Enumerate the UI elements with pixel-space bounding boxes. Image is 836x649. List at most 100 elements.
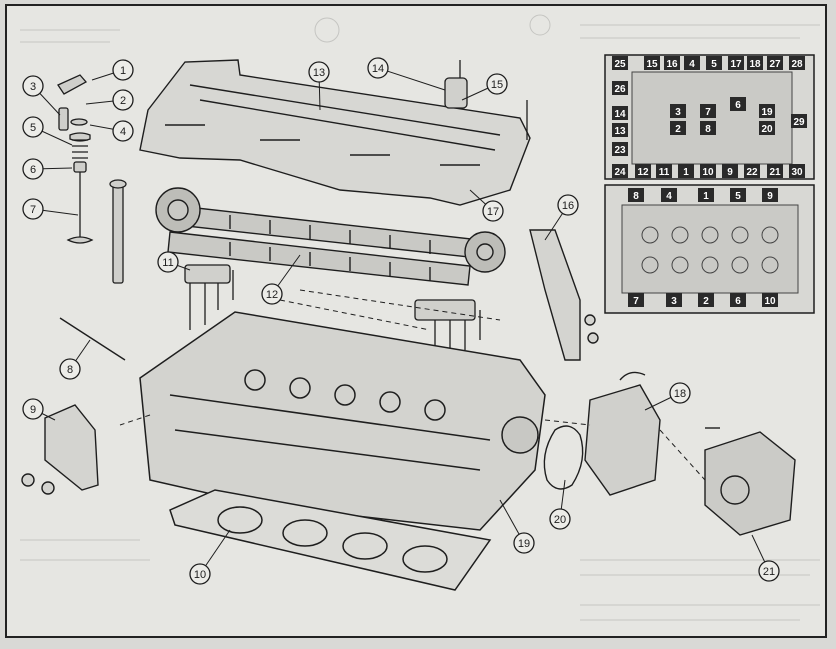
- top-seq-label: 7: [705, 107, 711, 118]
- top-seq-badge-26: 26: [612, 81, 628, 95]
- callout-leader-14: [377, 67, 446, 91]
- glow-plug: [59, 317, 126, 361]
- bottom-seq-label: 5: [735, 191, 741, 202]
- callout-6: 6: [22, 158, 44, 180]
- top-seq-badge-12: 12: [635, 164, 651, 178]
- top-seq-label: 23: [614, 145, 626, 156]
- callout-20: 20: [549, 508, 571, 530]
- callout-label: 20: [554, 514, 566, 526]
- top-seq-badge-20: 20: [759, 121, 775, 135]
- bottom-seq-label: 4: [666, 191, 672, 202]
- callout-18: 18: [669, 382, 691, 404]
- callout-17: 17: [482, 200, 504, 222]
- camshaft-carrier-cover: [139, 59, 531, 206]
- top-seq-badge-16: 16: [664, 56, 680, 70]
- bottom-seq-badge-4: 4: [661, 188, 677, 202]
- bottom-seq-badge-1: 1: [698, 188, 714, 202]
- callout-label: 12: [266, 289, 278, 301]
- bottom-seq-badge-2: 2: [698, 293, 714, 307]
- bottom-seq-badge-6: 6: [730, 293, 746, 307]
- top-seq-label: 10: [702, 167, 714, 178]
- callout-label: 9: [30, 404, 36, 416]
- top-seq-badge-2: 2: [670, 121, 686, 135]
- top-seq-label: 27: [769, 59, 781, 70]
- callout-label: 19: [518, 538, 530, 550]
- callout-5: 5: [22, 116, 44, 138]
- top-seq-badge-5: 5: [706, 56, 722, 70]
- top-seq-label: 29: [793, 117, 805, 128]
- top-seq-label: 21: [769, 167, 781, 178]
- top-seq-badge-30: 30: [789, 164, 805, 178]
- top-seq-badge-21: 21: [767, 164, 783, 178]
- top-seq-label: 25: [614, 59, 626, 70]
- callout-12: 12: [261, 283, 283, 305]
- callout-label: 3: [30, 81, 36, 93]
- high-pressure-fuel-pump: [704, 427, 796, 536]
- camshafts: [155, 187, 506, 286]
- top-seq-badge-4: 4: [684, 56, 700, 70]
- callout-13: 13: [308, 61, 330, 83]
- top-seq-label: 24: [614, 167, 626, 178]
- callout-label: 1: [120, 65, 126, 77]
- vacuum-pump: [543, 371, 661, 496]
- top-seq-label: 11: [659, 167, 670, 178]
- callout-8: 8: [59, 358, 81, 380]
- top-seq-label: 17: [730, 59, 742, 70]
- callout-7: 7: [22, 198, 44, 220]
- callout-2: 2: [112, 89, 134, 111]
- top-seq-badge-1: 1: [678, 164, 694, 178]
- top-seq-label: 9: [727, 167, 733, 178]
- top-seq-badge-22: 22: [744, 164, 760, 178]
- callout-label: 15: [491, 79, 503, 91]
- lifting-bracket: [21, 404, 99, 495]
- callout-label: 8: [67, 364, 73, 376]
- top-seq-label: 4: [689, 59, 695, 70]
- bottom-seq-label: 9: [767, 191, 773, 202]
- top-seq-label: 19: [761, 107, 773, 118]
- top-seq-label: 16: [666, 59, 678, 70]
- bottom-seq-label: 7: [633, 296, 639, 307]
- head-gasket: [169, 489, 492, 591]
- assembly-guide-lines: [119, 289, 706, 481]
- top-seq-label: 22: [746, 167, 758, 178]
- callout-15: 15: [486, 73, 508, 95]
- callout-label: 2: [120, 95, 126, 107]
- top-seq-label: 28: [791, 59, 803, 70]
- bottom-seq-badge-8: 8: [628, 188, 644, 202]
- callout-label: 17: [487, 206, 499, 218]
- callout-label: 14: [372, 63, 384, 75]
- callout-label: 21: [763, 566, 775, 578]
- top-seq-label: 2: [675, 124, 681, 135]
- callout-14: 14: [367, 57, 389, 79]
- top-seq-badge-13: 13: [612, 123, 628, 137]
- top-seq-label: 18: [749, 59, 761, 70]
- top-seq-badge-24: 24: [612, 164, 628, 178]
- top-seq-label: 1: [683, 167, 689, 178]
- callout-label: 13: [313, 67, 325, 79]
- pump-bracket: [529, 229, 599, 361]
- bottom-seq-badge-5: 5: [730, 188, 746, 202]
- callout-label: 5: [30, 122, 36, 134]
- top-seq-label: 15: [646, 59, 658, 70]
- top-seq-label: 12: [637, 167, 649, 178]
- top-seq-label: 5: [711, 59, 717, 70]
- top-seq-label: 8: [705, 124, 711, 135]
- callout-11: 11: [157, 251, 179, 273]
- top-seq-badge-23: 23: [612, 142, 628, 156]
- top-seq-label: 20: [761, 124, 773, 135]
- bottom-seq-label: 2: [703, 296, 709, 307]
- top-seq-badge-8: 8: [700, 121, 716, 135]
- callout-16: 16: [557, 194, 579, 216]
- callout-label: 7: [30, 204, 36, 216]
- bottom-seq-badge-9: 9: [762, 188, 778, 202]
- top-seq-badge-19: 19: [759, 104, 775, 118]
- top-seq-badge-29: 29: [791, 114, 807, 128]
- callout-3: 3: [22, 75, 44, 97]
- top-seq-badge-10: 10: [700, 164, 716, 178]
- callout-19: 19: [513, 532, 535, 554]
